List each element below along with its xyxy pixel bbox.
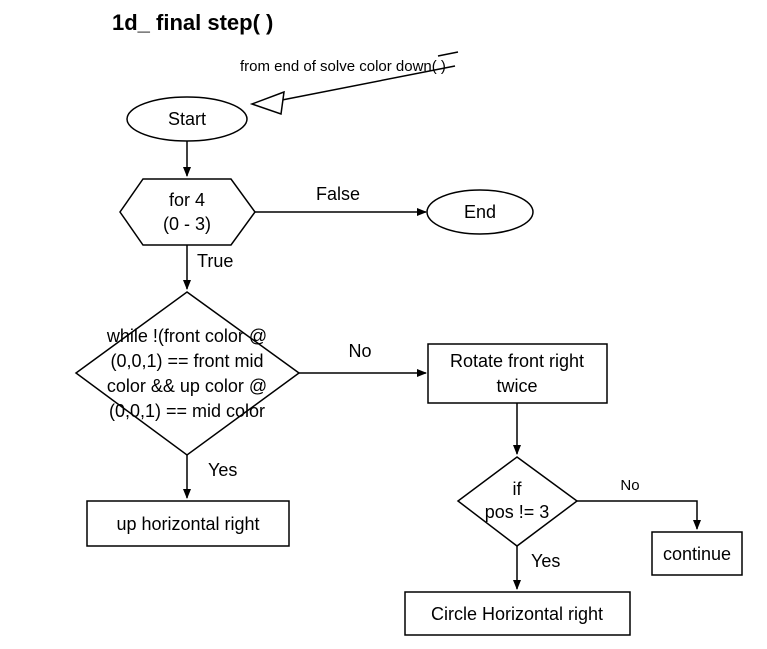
loop-label-line2: (0 - 3) [163, 214, 211, 234]
circle-horizontal-node[interactable]: Circle Horizontal right [404, 591, 631, 636]
edge-false-label: False [316, 184, 360, 204]
continue-node[interactable]: continue [651, 531, 743, 576]
end-node[interactable]: End [426, 189, 534, 235]
while-label-line4: (0,0,1) == mid color [109, 401, 265, 421]
if-label-line2: pos != 3 [485, 502, 550, 522]
edge-no-if-label: No [620, 477, 639, 494]
start-label: Start [168, 109, 206, 129]
edge-if-continue [577, 500, 701, 530]
rotate-label-line2: twice [496, 376, 537, 396]
if-label-line1: if [513, 479, 523, 499]
note-text: from end of solve color down( ) [240, 58, 446, 75]
continue-label: continue [663, 544, 731, 564]
up-horizontal-label: up horizontal right [116, 514, 259, 534]
while-label-line1: while !(front color @ [106, 326, 267, 346]
edge-yes-while-label: Yes [208, 460, 237, 480]
start-node[interactable]: Start [126, 96, 248, 142]
if-node[interactable]: if pos != 3 [456, 456, 579, 547]
note-arrow-head [249, 90, 285, 116]
while-label-line2: (0,0,1) == front mid [110, 351, 263, 371]
rotate-node[interactable]: Rotate front right twice [427, 343, 608, 404]
loop-label-line1: for 4 [169, 190, 205, 210]
diagram-title: 1d_ final step( ) [112, 10, 273, 35]
loop-node[interactable]: for 4 (0 - 3) [119, 178, 256, 246]
edge-yes-if-label: Yes [531, 551, 560, 571]
edge-no-while-label: No [348, 341, 371, 361]
circle-horizontal-label: Circle Horizontal right [431, 604, 603, 624]
while-label-line3: color && up color @ [107, 376, 267, 396]
up-horizontal-node[interactable]: up horizontal right [86, 500, 290, 547]
while-node[interactable]: while !(front color @ (0,0,1) == front m… [74, 291, 301, 456]
note-squiggle [437, 51, 459, 57]
note-arrow-line [281, 65, 456, 101]
rotate-label-line1: Rotate front right [450, 351, 584, 371]
edge-true-label: True [197, 251, 233, 271]
end-label: End [464, 202, 496, 222]
